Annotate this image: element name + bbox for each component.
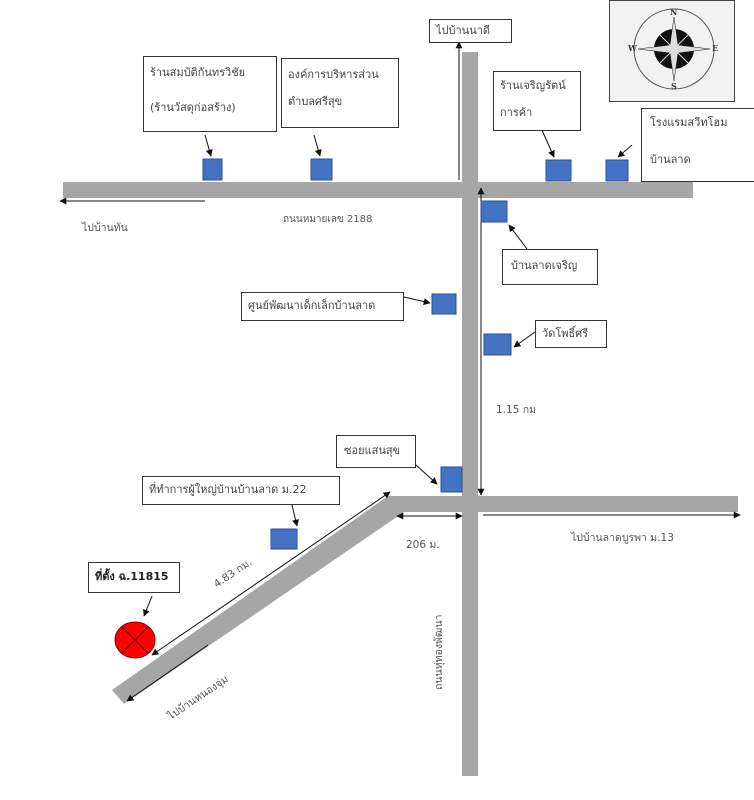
road-name-2188: ถนนหมายเลข 2188 xyxy=(283,214,373,225)
label-site: ที่ตั้ง ฉ.11815 xyxy=(88,562,180,593)
label-line: (ร้านวัสดุก่อสร้าง) xyxy=(150,101,236,114)
landmark-ban-lad-charoen[interactable] xyxy=(480,200,508,223)
compass-w: W xyxy=(628,43,637,53)
road-diagonal xyxy=(112,496,404,704)
landmark-soi-saensuk[interactable] xyxy=(440,466,463,493)
landmark-shop-sombat[interactable] xyxy=(202,158,223,181)
road-vertical xyxy=(462,52,478,776)
road-east xyxy=(395,496,738,512)
road-name-vertical: ถนนหุ่ทองพัฒนา xyxy=(433,614,445,690)
label-hotel: โรงแรมสวีทโฮม บ้านลาด xyxy=(641,108,754,182)
compass-n: N xyxy=(670,7,678,17)
site-label-text: ที่ตั้ง ฉ.11815 xyxy=(95,570,169,583)
landmark-sao[interactable] xyxy=(310,158,333,181)
distance-vertical: 1.15 กม xyxy=(496,404,536,416)
label-line: การค้า xyxy=(500,106,533,119)
pointer xyxy=(617,144,633,158)
landmark-child-center[interactable] xyxy=(431,293,457,315)
pointer xyxy=(291,504,299,527)
label-shop-sombat: ร้านสมบัติกันทรวิชัย (ร้านวัสดุก่อสร้าง) xyxy=(143,56,277,132)
label-line: ตำบลศรีสุข xyxy=(288,95,343,108)
compass-s: S xyxy=(671,81,677,91)
direction-west: ไปบ้านทัน xyxy=(82,222,128,234)
label-direction-north: ไปบ้านนาดี xyxy=(429,19,512,43)
label-line: ศูนย์พัฒนาเด็กเล็กบ้านลาด xyxy=(248,299,376,312)
road-main-horizontal xyxy=(63,182,693,198)
compass-rose-icon xyxy=(633,8,715,90)
pointer xyxy=(540,127,555,158)
label-line: ร้านเจริญรัตน์ xyxy=(500,79,566,92)
compass-e: E xyxy=(712,43,719,53)
site-marker-icon[interactable] xyxy=(114,621,156,659)
label-line: ซอยแสนสุข xyxy=(344,444,401,457)
pointer xyxy=(513,331,536,348)
compass-panel: N S E W xyxy=(609,0,735,102)
landmark-shop-charoenrat[interactable] xyxy=(545,159,572,182)
label-child-center: ศูนย์พัฒนาเด็กเล็กบ้านลาด xyxy=(241,292,404,321)
label-line: วัดโพธิ์ศรี xyxy=(542,327,589,340)
label-ban-lad-charoen: บ้านลาดเจริญ xyxy=(502,249,598,285)
label-shop-charoenrat: ร้านเจริญรัตน์ การค้า xyxy=(493,71,581,131)
pointer xyxy=(204,134,213,157)
label-line: บ้านลาด xyxy=(650,153,691,166)
label-sao: องค์การบริหารส่วน ตำบลศรีสุข xyxy=(281,58,399,128)
label-line: ร้านสมบัติกันทรวิชัย xyxy=(150,66,246,79)
landmark-hotel[interactable] xyxy=(605,159,629,182)
landmark-headman-office[interactable] xyxy=(270,528,298,550)
pointer xyxy=(143,595,153,617)
pointer xyxy=(508,224,528,250)
landmark-wat-pho-si[interactable] xyxy=(483,333,512,356)
pointer xyxy=(415,464,438,485)
direction-north-text: ไปบ้านนาดี xyxy=(436,24,491,37)
distance-short: 206 ม. xyxy=(406,539,440,551)
pointer xyxy=(313,134,322,157)
pointer xyxy=(403,296,431,305)
label-line: บ้านลาดเจริญ xyxy=(511,259,578,272)
direction-east: ไปบ้านลาดบูรพา ม.13 xyxy=(571,532,674,544)
label-line: โรงแรมสวีทโฮม xyxy=(650,116,728,129)
label-line: องค์การบริหารส่วน xyxy=(288,68,379,81)
label-wat-pho-si: วัดโพธิ์ศรี xyxy=(535,320,607,348)
label-headman-office: ที่ทำการผู้ใหญ่บ้านบ้านลาด ม.22 xyxy=(142,476,340,505)
label-line: ที่ทำการผู้ใหญ่บ้านบ้านลาด ม.22 xyxy=(149,483,307,496)
arrow-southwest xyxy=(126,644,209,702)
distance-diagonal-line xyxy=(151,491,391,656)
label-soi-saensuk: ซอยแสนสุข xyxy=(336,435,416,468)
